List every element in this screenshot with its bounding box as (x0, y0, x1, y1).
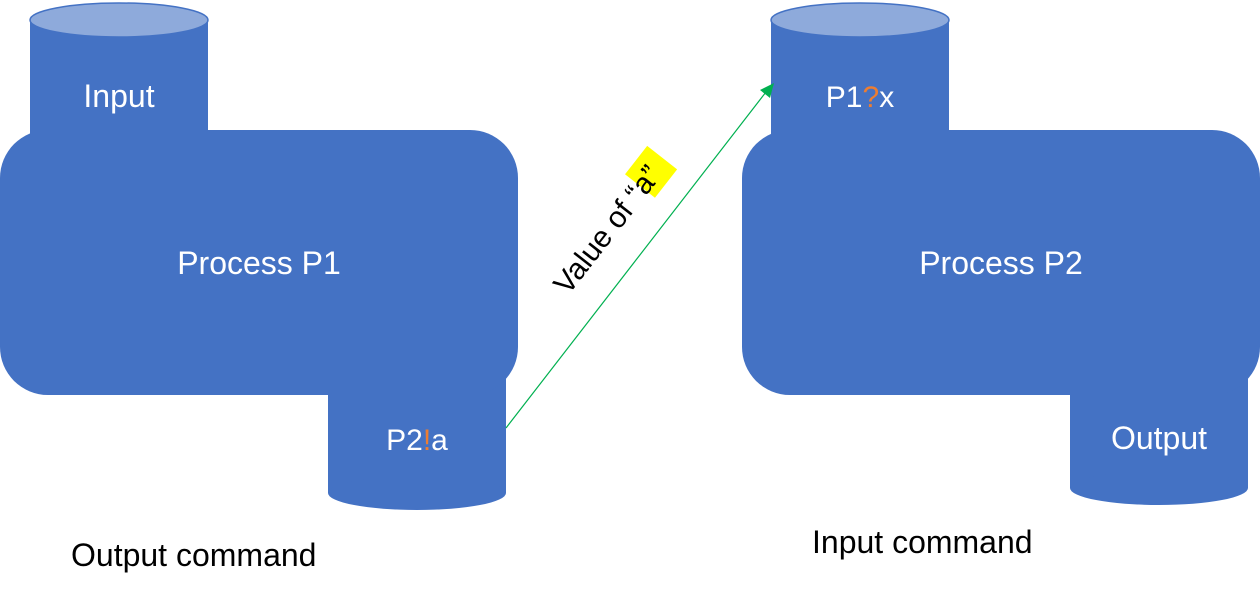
output-command-target: P2 (386, 424, 423, 457)
input-operator-icon: ? (863, 81, 880, 114)
input-cylinder (29, 2, 209, 150)
input-command-variable: x (879, 81, 894, 114)
output-command-caption: Output command (71, 537, 316, 573)
message-arrow (505, 83, 774, 429)
output-command-label: P2!a (386, 424, 448, 457)
process-p2-body (742, 130, 1260, 395)
output-command-variable: a (431, 424, 448, 457)
arrowhead-icon (760, 83, 774, 98)
svg-text:Value of “a”: Value of “a” (548, 160, 668, 301)
input-command-source: P1 (826, 81, 863, 114)
input-command-caption: Input command (812, 524, 1033, 560)
output-cylinder-label: Output (1111, 420, 1207, 456)
message-label: Value of “a” (548, 145, 678, 301)
process-p2-label: Process P2 (919, 245, 1083, 281)
process-p2-group: P1?x Process P2 Output (742, 2, 1260, 505)
input-command-label: P1?x (826, 81, 894, 114)
value-highlight (625, 145, 678, 198)
input-cylinder-label: Input (83, 78, 154, 114)
process-p1-body (0, 130, 518, 395)
message-prefix: Value of (548, 188, 646, 300)
input-port-cylinder-p2 (770, 2, 950, 150)
process-p1-group: Input Process P1 P2!a (0, 2, 518, 510)
output-operator-icon: ! (423, 424, 431, 457)
process-p1-label: Process P1 (177, 245, 341, 281)
